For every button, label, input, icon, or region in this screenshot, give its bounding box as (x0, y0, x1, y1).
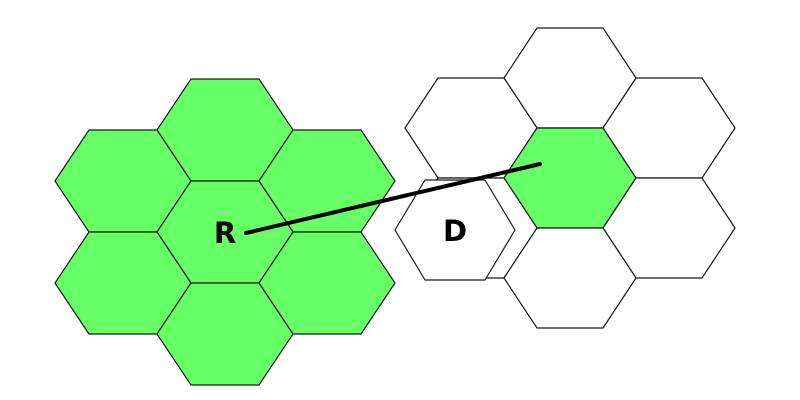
cluster-left-cell-bottom (156, 282, 294, 386)
hex-cells (54, 27, 736, 386)
label-d: D (443, 214, 467, 248)
link-line-r-to-center (244, 162, 542, 235)
cluster-right-cell-bottom (503, 227, 637, 329)
label-r: R (214, 216, 236, 250)
bridge-cell-d (394, 179, 516, 281)
